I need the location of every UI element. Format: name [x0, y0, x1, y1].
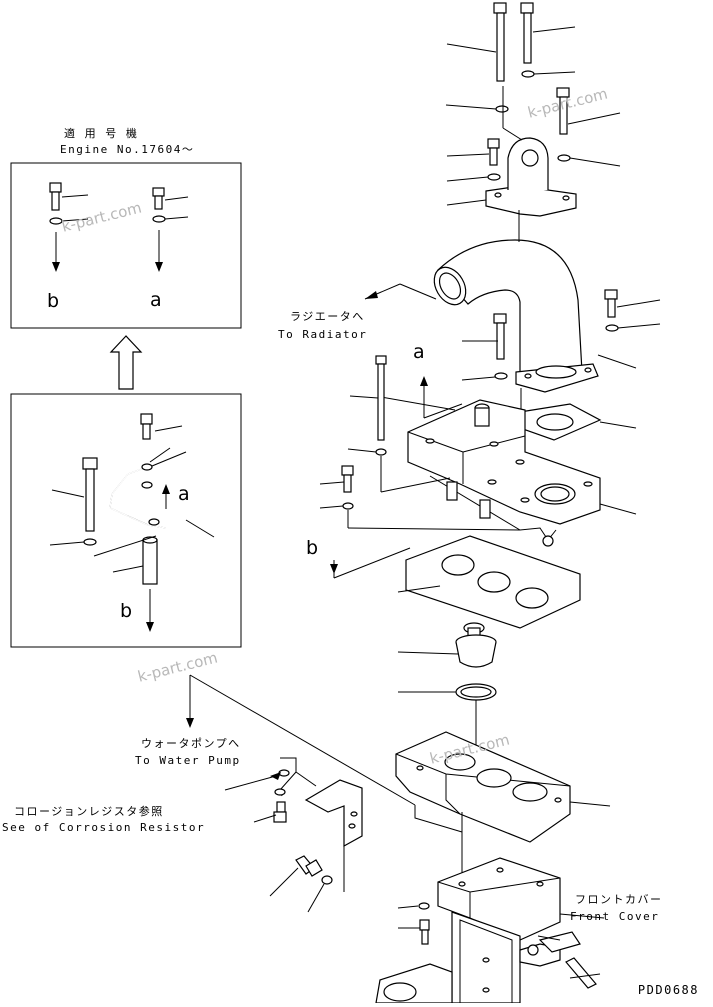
bolt-elbow-center	[461, 313, 508, 381]
bolt-housing-left	[319, 465, 354, 510]
to-radiator-en: To Radiator	[278, 328, 368, 341]
bolt-short-left	[446, 138, 501, 182]
stud-bolt	[269, 855, 333, 913]
applicable-serial-jp: 適 用 号 機	[64, 127, 139, 140]
ref-letter-b-main: b	[306, 537, 319, 559]
ref-letter-b-inset: b	[120, 600, 133, 622]
mounting-bracket	[304, 779, 363, 848]
ref-letter-a-top: a	[150, 289, 162, 311]
elbow-water-pipe	[433, 239, 599, 393]
inset-top-bolt-right	[152, 187, 189, 272]
thermostat-case	[395, 731, 611, 843]
hollow-up-arrow	[109, 335, 143, 390]
inset-spacer-tube	[93, 535, 158, 632]
to-water-pump-en: To Water Pump	[135, 754, 241, 767]
ref-letter-b-top: b	[47, 290, 60, 312]
long-bolt-top-right	[520, 2, 576, 78]
front-cover	[375, 857, 597, 1004]
ref-letter-a-main: a	[413, 341, 425, 363]
inset-box-engine-no	[10, 162, 242, 329]
corrosion-resistor-jp: コロージョンレジスタ参照	[14, 805, 164, 818]
corrosion-resistor-en: See of Corrosion Resistor	[2, 821, 206, 834]
lifting-bracket	[446, 137, 577, 217]
gasket-upper	[519, 403, 637, 441]
inset-top-bolt-left	[49, 182, 89, 272]
long-bolt-center	[347, 355, 387, 456]
bolt-short-right	[556, 87, 621, 167]
bolt-elbow-right	[604, 289, 661, 332]
gasket-lower	[397, 535, 581, 629]
inset-long-bolt	[49, 457, 98, 546]
applicable-serial-en: Engine No.17604～	[60, 143, 195, 156]
long-bolt-top-left	[446, 2, 507, 82]
ref-letter-a-inset: a	[178, 483, 190, 505]
to-water-pump-jp: ウォータポンプへ	[141, 737, 241, 750]
thermostat	[397, 622, 497, 668]
drawing-number: PDD0688	[637, 983, 699, 997]
inset-tube-assembly	[109, 413, 215, 538]
front-cover-en: Front Cover	[570, 910, 660, 923]
thermostat-seal-ring	[398, 683, 497, 701]
small-bolt-bracket	[253, 801, 287, 823]
inset-box-tube	[10, 393, 242, 648]
bolt-front-cover	[397, 902, 430, 945]
front-cover-jp: フロントカバー	[575, 893, 663, 906]
to-radiator-jp: ラジエータへ	[290, 310, 365, 323]
thermostat-housing	[407, 399, 637, 547]
